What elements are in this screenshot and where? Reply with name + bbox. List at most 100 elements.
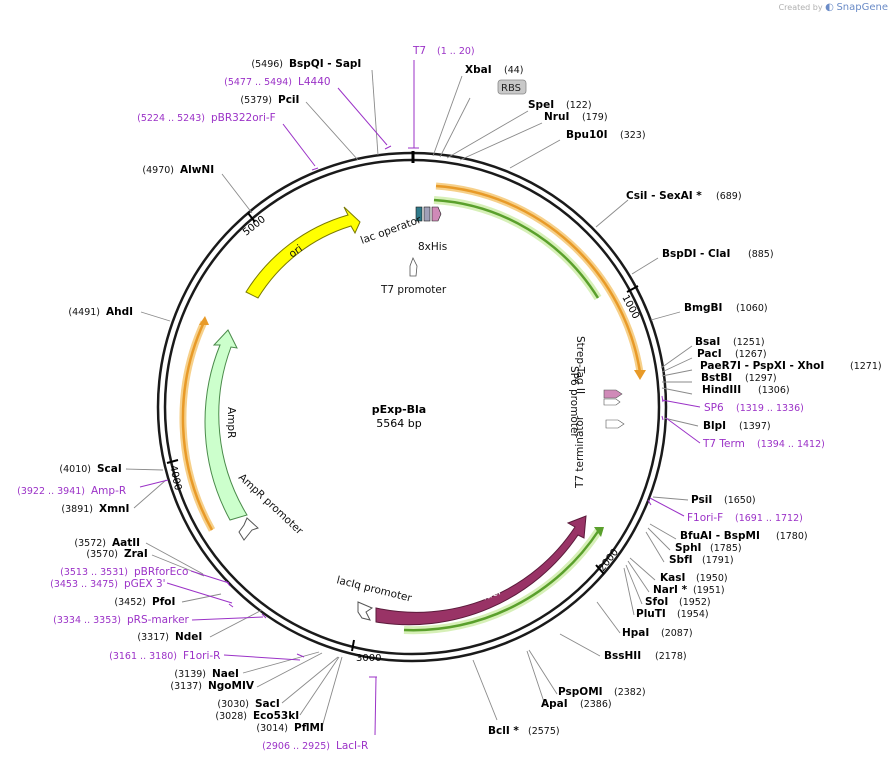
- enzyme-name: BsaI: [695, 336, 720, 348]
- leader-lines: [125, 69, 699, 728]
- primer-pos: (1319 .. 1336): [736, 403, 804, 414]
- primer-name: SP6: [704, 402, 724, 414]
- enzyme-pos: (885): [748, 249, 774, 260]
- enzyme-name: Bpu10I: [566, 129, 608, 141]
- enzyme-name: PfoI: [152, 596, 175, 608]
- enzyme-pos: (4491): [68, 307, 100, 318]
- primer-name: T7: [412, 45, 426, 57]
- tick-2000: 2000: [597, 547, 621, 574]
- rbs-badge: RBS: [497, 79, 527, 95]
- orf-green-bottom: [403, 527, 604, 635]
- enzyme-pos: (1397): [739, 421, 771, 432]
- enzyme-pos: (3030): [217, 699, 249, 710]
- primer-pos: (3513 .. 3531): [60, 567, 128, 578]
- enzyme-name: ZraI: [124, 548, 148, 560]
- enzyme-pos: (1306): [758, 385, 790, 396]
- enzyme-name: PluTI: [636, 608, 666, 620]
- enzyme-pos: (3137): [170, 681, 202, 692]
- enzyme-pos: (1951): [693, 585, 725, 596]
- primer-pos: (1691 .. 1712): [735, 513, 803, 524]
- enzyme-pos: (3452): [114, 597, 146, 608]
- streptag-box: [603, 389, 625, 429]
- t7-promoter-label: T7 promoter: [380, 284, 447, 296]
- enzyme-pos: (1952): [679, 597, 711, 608]
- backbone: [156, 151, 668, 663]
- enzyme-pos: (1267): [735, 349, 767, 360]
- enzyme-name: BspQI - SapI: [289, 58, 361, 70]
- plasmid-name: pExp-Bla: [371, 403, 427, 416]
- orf-orange-right: [435, 182, 646, 380]
- sp6-promoter-label: SP6 promoter: [568, 366, 580, 438]
- enzyme-name: NgoMIV: [208, 680, 255, 692]
- enzyme-name: NruI: [544, 111, 569, 123]
- enzyme-pos: (1954): [677, 609, 709, 620]
- enzyme-name: PaeR7I - PspXI - XhoI: [700, 360, 824, 372]
- laciq-promoter-arrow: [357, 601, 374, 621]
- enzyme-pos: (1785): [710, 543, 742, 554]
- primer-pos: (1 .. 20): [437, 46, 475, 57]
- tick-3000: 3000: [356, 653, 381, 664]
- enzyme-pos: (4010): [59, 464, 91, 475]
- enzyme-name: XmnI: [99, 503, 129, 515]
- t7-terminator-label: T7 terminator: [574, 415, 586, 489]
- ampr-label: AmpR: [225, 407, 237, 438]
- primer-pos: (1394 .. 1412): [757, 439, 825, 450]
- enzyme-name: PciI: [278, 94, 299, 106]
- enzyme-name: BssHII: [604, 650, 641, 662]
- enzyme-name: HpaI: [622, 627, 649, 639]
- enzyme-pos: (3891): [61, 504, 93, 515]
- enzyme-name: BlpI: [703, 420, 726, 432]
- enzyme-pos: (3014): [256, 723, 288, 734]
- ampr-feature: AmpR: [204, 329, 248, 521]
- laci-feature: lacI: [375, 515, 587, 626]
- enzyme-pos: (3139): [174, 669, 206, 680]
- enzyme-pos: (2382): [614, 687, 646, 698]
- enzyme-name: SacI: [255, 698, 280, 710]
- enzyme-pos: (1650): [724, 495, 756, 506]
- enzyme-name: AhdI: [106, 306, 133, 318]
- enzyme-pos: (1251): [733, 337, 765, 348]
- enzyme-name: NarI *: [653, 584, 688, 596]
- enzyme-name: NaeI: [212, 668, 239, 680]
- primer-pos: (3161 .. 3180): [109, 651, 177, 662]
- enzyme-name: ScaI: [97, 463, 122, 475]
- his-tag-label: 8xHis: [418, 241, 447, 253]
- tick-4000: 4000: [167, 464, 183, 491]
- primer-name: L4440: [298, 76, 331, 88]
- enzyme-name: BspDI - ClaI: [662, 248, 730, 260]
- snapgene-logo-icon: ◐: [825, 2, 834, 13]
- enzyme-pos: (3028): [215, 711, 247, 722]
- enzyme-pos: (3572): [74, 538, 106, 549]
- enzyme-name: ApaI: [541, 698, 568, 710]
- plasmid-title: pExp-Bla 5564 bp: [344, 403, 454, 430]
- primer-pos: (3453 .. 3475): [50, 579, 118, 590]
- enzyme-pos: (1780): [776, 531, 808, 542]
- enzyme-pos: (1297): [745, 373, 777, 384]
- enzyme-name: SpeI: [528, 99, 554, 111]
- primer-name: F1ori-R: [183, 650, 220, 662]
- enzyme-pos: (3570): [86, 549, 118, 560]
- credit-text: Created by: [778, 3, 823, 12]
- enzyme-pos: (1950): [696, 573, 728, 584]
- lac-operator-box: [415, 206, 442, 222]
- enzyme-pos: (323): [620, 130, 646, 141]
- streptag-label: Strep-Tag II: [574, 336, 586, 394]
- enzyme-name: CsiI - SexAI *: [626, 190, 702, 202]
- enzyme-name: HindIII: [702, 384, 741, 396]
- enzyme-name: SfoI: [645, 596, 668, 608]
- primer-name: pBR322ori-F: [211, 112, 276, 124]
- credit-brand: SnapGene: [836, 2, 888, 13]
- primer-name: pBRforEco: [134, 566, 188, 578]
- enzyme-name: XbaI: [465, 64, 492, 76]
- enzyme-pos: (5379): [240, 95, 272, 106]
- enzyme-name: BstBI: [701, 372, 732, 384]
- enzyme-pos: (1060): [736, 303, 768, 314]
- enzyme-name: KasI: [660, 572, 685, 584]
- primer-pos: (3922 .. 3941): [17, 486, 85, 497]
- enzyme-pos: (122): [566, 100, 592, 111]
- laci-label: lacI: [481, 585, 502, 603]
- enzyme-name: SphI: [675, 542, 701, 554]
- enzyme-name: PspOMI: [558, 686, 603, 698]
- lac-operator-label: lac operator: [359, 214, 424, 247]
- enzyme-name: BfuAI - BspMI: [680, 530, 760, 542]
